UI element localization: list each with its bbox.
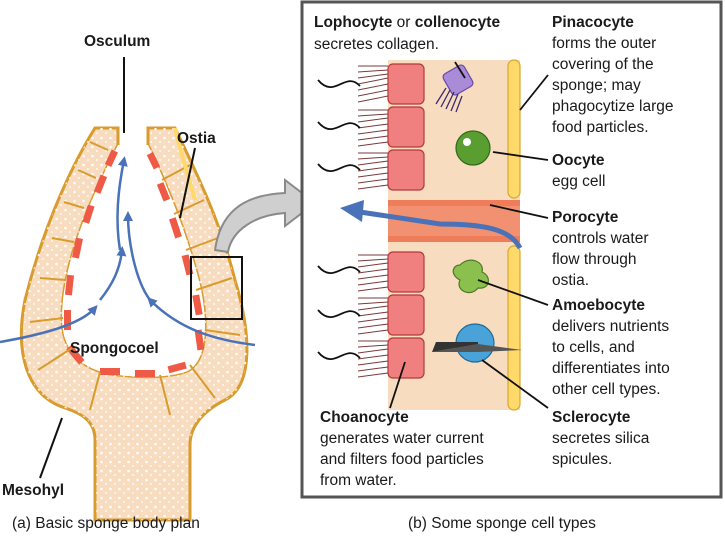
porocyte-flow-arrow: [359, 209, 523, 250]
cell-section: [317, 59, 523, 411]
desc-amoebocyte-0: delivers nutrients: [552, 318, 669, 335]
zoom-arrow: [213, 177, 317, 254]
pinacocyte-top: [507, 59, 521, 199]
desc-pinacocyte-4: food particles.: [552, 119, 649, 136]
panel-b-leaders: [389, 61, 549, 409]
caption-b: (b) Some sponge cell types: [408, 515, 596, 532]
ostia-pore: [173, 127, 197, 201]
desc-choanocyte-1: and filters food particles: [320, 451, 484, 468]
label-sclerocyte: Sclerocyte: [552, 409, 631, 426]
caption-a: (a) Basic sponge body plan: [12, 515, 200, 532]
desc-amoebocyte-3: other cell types.: [552, 381, 661, 398]
desc-pinacocyte-3: phagocytize large: [552, 98, 674, 115]
oocyte-cell: [455, 130, 491, 166]
detail-box: [190, 256, 243, 320]
desc-lophocyte-0: secretes collagen.: [314, 36, 439, 53]
label-amoebocyte: Amoebocyte: [552, 297, 645, 314]
label-ostia: Ostia: [177, 130, 216, 147]
label-osculum: Osculum: [84, 33, 150, 50]
desc-amoebocyte-1: to cells, and: [552, 339, 635, 356]
desc-pinacocyte-2: sponge; may: [552, 77, 641, 94]
desc-choanocyte-2: from water.: [320, 472, 397, 489]
label-porocyte: Porocyte: [552, 209, 619, 226]
desc-pinacocyte-0: forms the outer: [552, 35, 656, 52]
label-mesohyl: Mesohyl: [2, 482, 64, 499]
choanocytes-upper: [387, 63, 425, 191]
label-pinacocyte: Pinacocyte: [552, 14, 634, 31]
desc-porocyte-1: flow through: [552, 251, 636, 268]
label-oocyte: Oocyte: [552, 152, 605, 169]
panel-a-leaders: [39, 57, 196, 479]
flagella: [317, 79, 361, 360]
label-lophocyte: Lophocyte or collenocyte: [314, 14, 500, 31]
porocyte-flow-arrowhead: [340, 200, 364, 222]
lophocyte-cell: [435, 64, 474, 113]
desc-sclerocyte-1: spicules.: [552, 451, 612, 468]
desc-sclerocyte-0: secretes silica: [552, 430, 650, 447]
desc-choanocyte-0: generates water current: [320, 430, 484, 447]
desc-porocyte-0: controls water: [552, 230, 648, 247]
choanocyte-collars: [357, 65, 389, 378]
desc-oocyte-0: egg cell: [552, 173, 605, 190]
label-spongocoel: Spongocoel: [70, 340, 159, 357]
sclerocyte-cell: [432, 323, 522, 363]
pinacocyte-bottom: [507, 245, 521, 411]
sponge-body: [0, 126, 256, 522]
wall-segments: [29, 141, 241, 416]
desc-porocyte-2: ostia.: [552, 272, 589, 289]
desc-amoebocyte-2: differentiates into: [552, 360, 670, 377]
choanocytes-lower: [387, 251, 425, 379]
desc-pinacocyte-1: covering of the: [552, 56, 654, 73]
label-choanocyte: Choanocyte: [320, 409, 409, 426]
amoebocyte-cell: [452, 259, 489, 294]
water-flow-arrows: [0, 156, 256, 347]
